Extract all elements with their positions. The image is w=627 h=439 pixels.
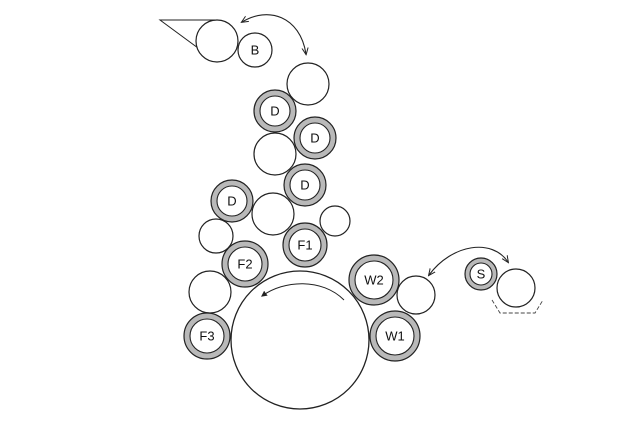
roller-w1: W1 xyxy=(369,310,421,362)
roller-b-label: B xyxy=(251,43,260,58)
roller-f2-label: F2 xyxy=(237,257,252,272)
ink-roller-2 xyxy=(253,132,297,176)
water-roller xyxy=(396,275,436,315)
transfer-arrow-right xyxy=(429,246,508,275)
roller-f1-label: F1 xyxy=(297,238,312,253)
roller-d-2: D xyxy=(293,116,337,160)
rotation-arrow xyxy=(261,283,345,301)
roller-w2: W2 xyxy=(348,254,400,306)
roller-d-1-label: D xyxy=(270,104,279,119)
ink-roller-4 xyxy=(319,205,351,237)
fountain-pan xyxy=(491,299,544,314)
roller-w1-label: W1 xyxy=(385,329,405,344)
roller-d-4-label: D xyxy=(227,194,236,209)
plate-cylinder xyxy=(230,270,370,410)
roller-d-4: D xyxy=(210,179,254,223)
fountain-roller xyxy=(496,268,536,308)
roller-d-1: D xyxy=(253,89,297,133)
roller-f3: F3 xyxy=(183,312,231,360)
transfer-arrow-top xyxy=(242,14,306,54)
ink-roller-5 xyxy=(198,218,234,254)
ink-roller-6 xyxy=(188,270,232,314)
roller-w2-label: W2 xyxy=(364,273,384,288)
roller-s-label: S xyxy=(477,267,486,282)
ink-roller-3 xyxy=(251,192,295,236)
ink-roller-1 xyxy=(286,62,330,106)
roller-s: S xyxy=(464,257,498,291)
roller-d-2-label: D xyxy=(310,131,319,146)
roller-d-3: D xyxy=(283,163,327,207)
roller-f3-label: F3 xyxy=(199,329,214,344)
feed-roller xyxy=(195,19,239,63)
roller-f1: F1 xyxy=(282,222,328,268)
roller-b: B xyxy=(237,32,273,68)
roller-d-3-label: D xyxy=(300,178,309,193)
roller-f2: F2 xyxy=(221,240,269,288)
